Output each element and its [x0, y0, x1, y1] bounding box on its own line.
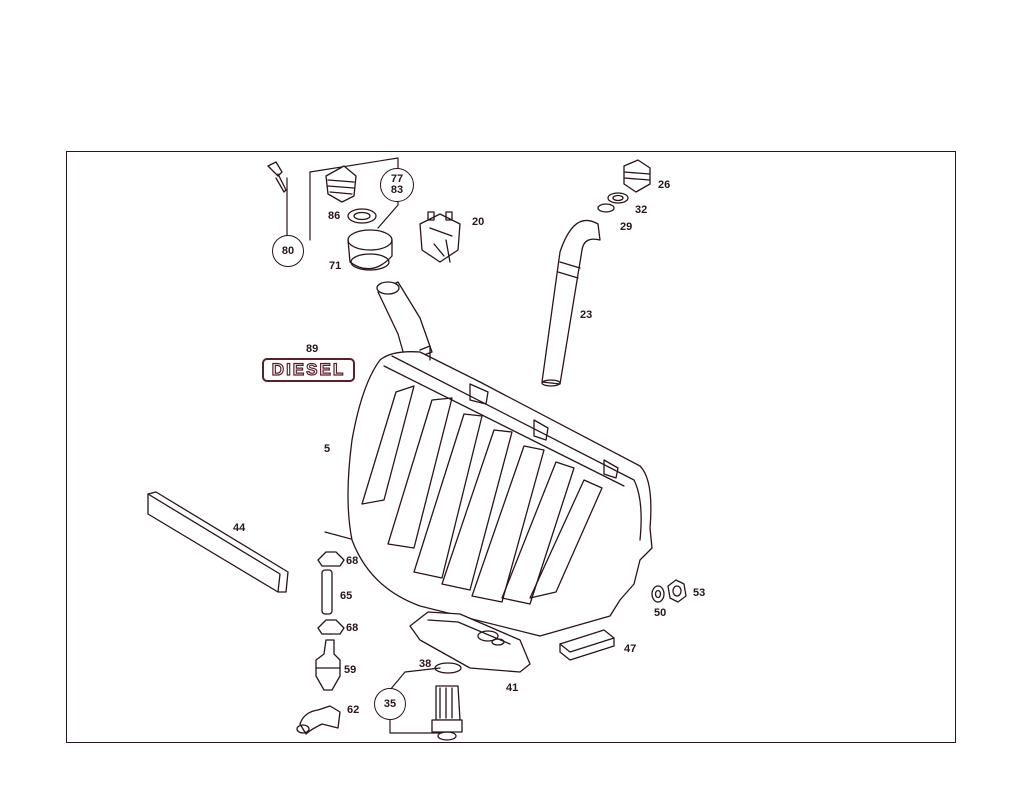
- filler-grommet-part: [347, 229, 393, 271]
- filler-cap-part: [325, 165, 377, 224]
- callout-41: 41: [506, 682, 519, 694]
- cover-plate-part: [409, 611, 531, 673]
- hose-clamp-lower: [317, 619, 345, 635]
- callout-59: 59: [344, 664, 357, 676]
- fuel-strainer-part: [431, 685, 463, 741]
- circled-callout-35: 35: [374, 688, 406, 720]
- callout-89: 89: [306, 343, 319, 355]
- filler-neck-part: [376, 281, 433, 363]
- diesel-badge-part: DIESEL: [262, 358, 355, 382]
- circled-callout-77-83: 77 83: [380, 168, 414, 202]
- key-tag-part: [267, 161, 287, 193]
- callout-38: 38: [419, 658, 432, 670]
- sender-unit-part: [419, 211, 461, 263]
- callout-86: 86: [328, 210, 341, 222]
- callout-53: 53: [693, 587, 706, 599]
- callout-50: 50: [654, 607, 667, 619]
- fuel-hose-part: [321, 569, 333, 615]
- hose-clamp-upper: [317, 551, 345, 567]
- fuel-elbow-part: [296, 705, 341, 735]
- callout-47: 47: [624, 643, 637, 655]
- vent-cap-part: [597, 159, 651, 213]
- nut-part: [667, 579, 687, 603]
- callout-23: 23: [580, 309, 593, 321]
- badge-text: DIESEL: [271, 359, 346, 379]
- insulation-strip-part: [147, 491, 289, 593]
- vent-pipe-part: [541, 219, 601, 387]
- callout-65: 65: [340, 590, 353, 602]
- pad-part: [559, 629, 615, 661]
- callout-44: 44: [233, 522, 246, 534]
- callout-68-lower: 68: [346, 622, 359, 634]
- callout-29: 29: [620, 221, 633, 233]
- callout-71: 71: [329, 260, 342, 272]
- circled-callout-80: 80: [272, 235, 304, 267]
- callout-20: 20: [472, 216, 485, 228]
- callout-5: 5: [324, 443, 331, 455]
- callout-68-upper: 68: [346, 555, 359, 567]
- fuel-fitting-part: [315, 639, 341, 691]
- callout-62: 62: [347, 704, 360, 716]
- callout-32: 32: [635, 204, 648, 216]
- fuel-tank-body: [347, 345, 653, 637]
- diagram-frame: [66, 151, 956, 743]
- washer-part: [651, 585, 665, 603]
- callout-26: 26: [658, 179, 671, 191]
- seal-ring-part: [434, 662, 462, 674]
